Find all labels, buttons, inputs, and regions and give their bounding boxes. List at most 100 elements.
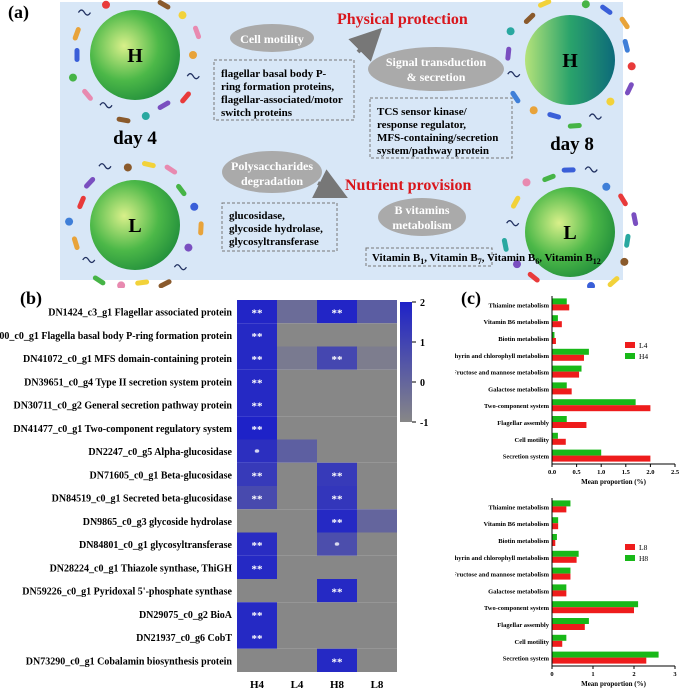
- significance-star: **: [332, 308, 344, 320]
- heatmap-row-label: DN41072_c0_g1 MFS domain-containing prot…: [23, 354, 232, 365]
- heatmap-cell: [277, 509, 317, 533]
- heatmap-cell: [357, 579, 397, 603]
- bacterium-coccus: [581, 0, 590, 9]
- bacterium-rod: [567, 122, 582, 129]
- bacterium-coccus: [512, 260, 521, 269]
- x-axis-label: Mean proportion (%): [581, 680, 646, 688]
- heatmap-cell: [357, 532, 397, 556]
- heatmap-row-label: DN30711_c0_g2 General secretion pathway …: [13, 401, 232, 412]
- vit-text-2: metabolism: [392, 218, 451, 232]
- bar-l: [552, 304, 570, 311]
- significance-star: **: [332, 494, 344, 506]
- signal-text-2: & secretion: [407, 70, 466, 84]
- box-glucosidase: [221, 202, 338, 252]
- heatmap-cell: [237, 532, 277, 556]
- bar-h: [552, 618, 589, 624]
- bacterium-rod: [176, 183, 187, 197]
- legend-label: H8: [639, 554, 648, 563]
- heatmap-cell: [277, 602, 317, 626]
- legend-swatch-l: [625, 544, 635, 550]
- bar-h: [552, 432, 558, 439]
- bacterium-rod: [180, 91, 191, 104]
- bar-l: [552, 371, 580, 378]
- cell-l-day4: [90, 180, 180, 270]
- heatmap-cell: [277, 486, 317, 510]
- x-tick-label: 1.5: [622, 469, 631, 476]
- heatmap-cell: [277, 555, 317, 579]
- box-tcs-l4: system/pathway protein: [377, 145, 489, 157]
- colorbar-ticks: 210-1: [412, 298, 428, 429]
- heatmap-cell: [357, 486, 397, 510]
- heatmap-cell: [317, 648, 357, 672]
- significance-star: **: [252, 424, 264, 436]
- bar-l: [552, 556, 577, 563]
- bar-h: [552, 449, 602, 456]
- heatmap-cell: [317, 462, 357, 486]
- bar-category-label: Porphyrin and chlorophyll metabolism: [455, 555, 550, 562]
- bar-h: [552, 416, 567, 422]
- bacterium-spiral: [77, 9, 91, 16]
- x-tick-label: 2: [632, 671, 635, 678]
- significance-star: **: [332, 470, 344, 482]
- bar-category-label: Thiamine metabolism: [489, 302, 550, 309]
- panel-a-svg: H L H L (a) day 4 day 8 Physical protect…: [8, 0, 639, 299]
- heatmap-cell: [277, 393, 317, 417]
- bacterium-rod: [618, 193, 628, 207]
- box-flagellar: [213, 59, 355, 121]
- bacterium-coccus: [123, 163, 132, 172]
- heatmap-column-label: L4: [291, 679, 304, 691]
- bacterium-rod: [607, 276, 620, 288]
- bar-h: [552, 534, 557, 540]
- heatmap-cell: [237, 416, 277, 440]
- x-axis-label: Mean proportion (%): [581, 478, 646, 486]
- heatmap-cell: [277, 300, 317, 324]
- bacterium-coccus: [522, 178, 531, 187]
- bar-l: [552, 321, 562, 328]
- bar-h: [552, 348, 589, 355]
- physical-protection-title: Physical protection: [337, 11, 468, 28]
- bacterium-rod: [198, 221, 204, 236]
- significance-star: **: [332, 587, 344, 599]
- significance-star: **: [252, 563, 264, 575]
- bar-category-label: Flagellar assembly: [497, 420, 549, 427]
- heatmap-cell: [237, 602, 277, 626]
- bacterium-coccus: [606, 97, 615, 106]
- ellipse-b-vitamins: [378, 198, 466, 236]
- heatmap-row-label: DN1424_c3_g1 Flagellar associated protei…: [48, 308, 232, 319]
- significance-star: **: [252, 633, 264, 645]
- bar-h: [552, 315, 558, 322]
- bar-category-label: Galactose metabolism: [488, 588, 549, 595]
- bar-h: [552, 382, 567, 389]
- bacterium-coccus: [178, 11, 187, 20]
- bacteria-decorations: [65, 0, 639, 299]
- bar-category-label: Cell motility: [515, 639, 550, 646]
- bar-h: [552, 332, 555, 338]
- heatmap-cell: [357, 602, 397, 626]
- bacterium-rod: [624, 233, 631, 248]
- heatmap-cell: [357, 439, 397, 463]
- significance-star: **: [332, 656, 344, 668]
- bacterium-rod: [510, 195, 521, 209]
- box-flagellar-l1: flagellar basal body P-: [221, 68, 327, 80]
- heatmap-cell: [357, 555, 397, 579]
- bacterium-spiral: [506, 220, 520, 227]
- bacterium-rod: [141, 161, 156, 169]
- cell-l-label: L: [128, 215, 141, 237]
- heatmap-cell: [317, 625, 357, 649]
- heatmap-cell: [317, 346, 357, 370]
- bar-category-label: Galactose metabolism: [488, 386, 549, 393]
- legend-label: L8: [639, 543, 648, 552]
- bar-h: [552, 298, 567, 305]
- ellipse-cell-motility: [230, 24, 314, 52]
- bacterium-coccus: [65, 217, 74, 226]
- box-flagellar-l4: switch proteins: [221, 107, 293, 119]
- heatmap-row-label: DN2247_c0_g5 Alpha-glucosidase: [88, 447, 232, 458]
- significance-star: **: [252, 354, 264, 366]
- legend-swatch-h: [625, 353, 635, 359]
- heatmap-cell: [317, 602, 357, 626]
- bacterium-coccus: [190, 202, 199, 211]
- box-vitamins: [365, 247, 493, 267]
